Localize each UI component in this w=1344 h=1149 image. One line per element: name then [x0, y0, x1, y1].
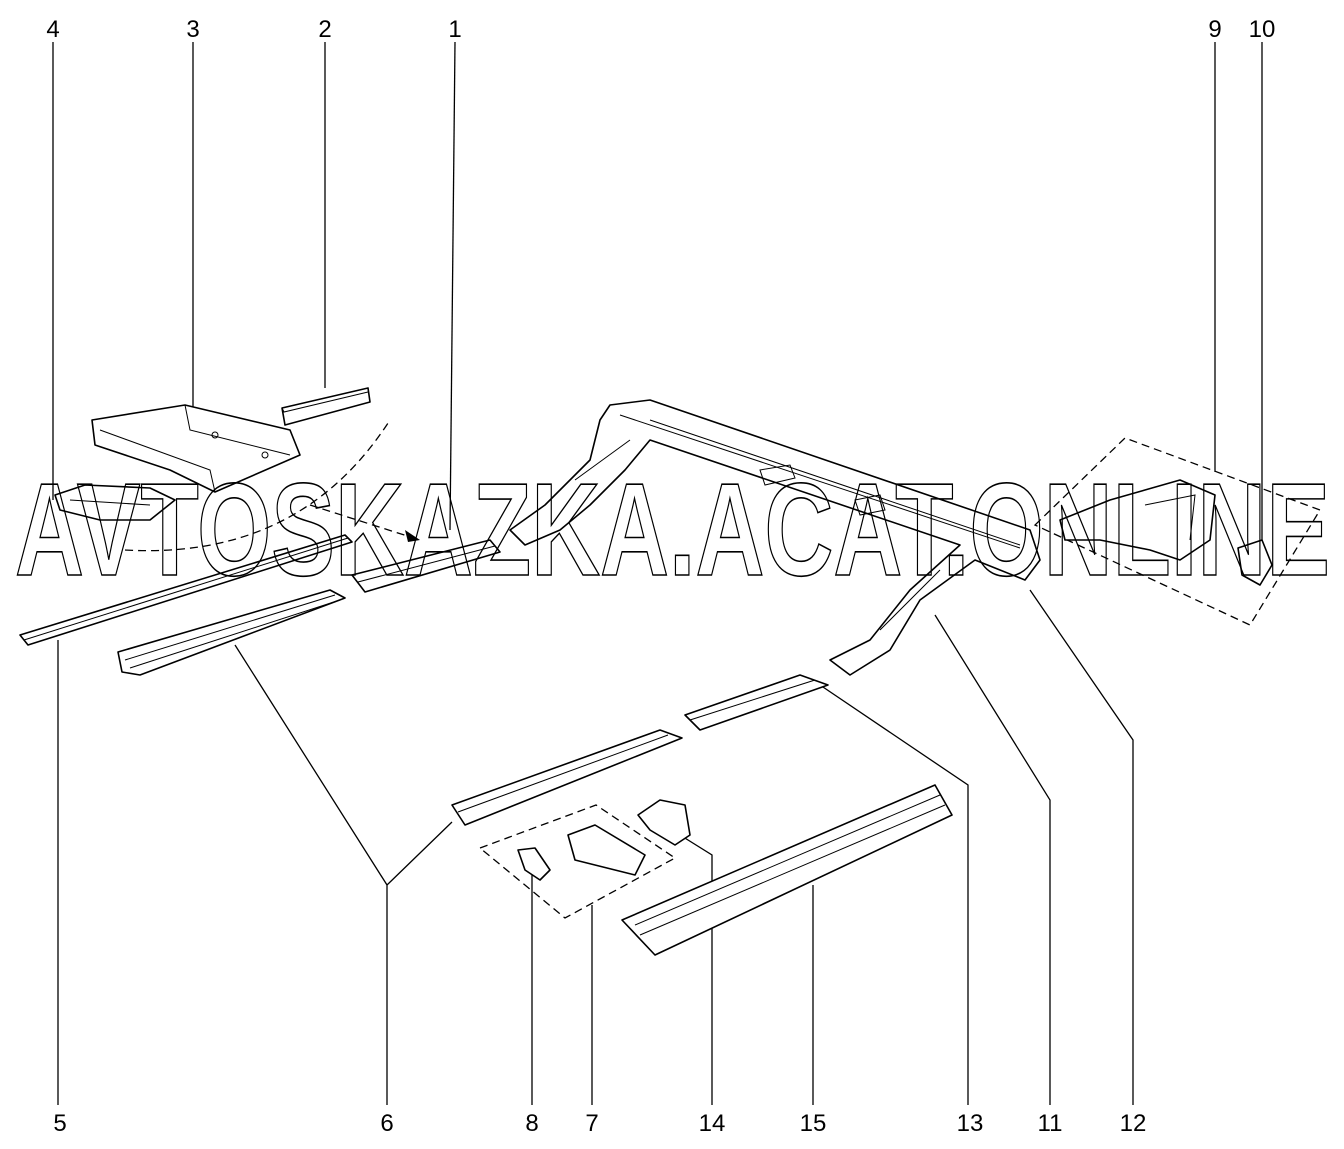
- part-6-lower-member: [451, 729, 683, 826]
- part-10-bracket: [1237, 539, 1273, 586]
- part-1-member: [351, 539, 501, 593]
- assembly-arrow: [309, 504, 421, 541]
- part-9-panel: [1059, 479, 1216, 561]
- callout-3: 3: [186, 16, 199, 43]
- part-9-group-outline: [1033, 437, 1321, 626]
- part-5-sill: [19, 534, 353, 646]
- callout-9: 9: [1208, 16, 1221, 43]
- assembly-arc: [124, 419, 391, 552]
- callout-11: 11: [1038, 1110, 1063, 1137]
- part-3-floor-panel: [91, 404, 301, 493]
- watermark: AVTOSKAZKA.ACAT.ONLINE: [15, 456, 1330, 603]
- part-8-bracket: [517, 847, 551, 881]
- callout-13: 13: [957, 1110, 984, 1137]
- callout-8: 8: [525, 1110, 538, 1137]
- callout-15: 15: [800, 1110, 827, 1137]
- callout-5: 5: [53, 1110, 66, 1137]
- callout-1: 1: [448, 16, 461, 43]
- callout-4: 4: [46, 16, 59, 43]
- part-14-bracket: [637, 799, 691, 846]
- part-2-reinforcement: [281, 387, 371, 426]
- callout-12: 12: [1120, 1110, 1147, 1137]
- callout-6: 6: [380, 1110, 393, 1137]
- arrow-head: [405, 530, 420, 542]
- part-7-support: [567, 824, 646, 876]
- part-13-member: [684, 674, 829, 731]
- main-frame: [509, 399, 1041, 676]
- callout-2: 2: [318, 16, 331, 43]
- leader-lines: [52, 41, 1263, 1105]
- part-4-bracket: [54, 484, 176, 521]
- callout-14: 14: [699, 1110, 726, 1137]
- part-7-group-outline: [478, 804, 677, 919]
- part-6-side-member: [117, 589, 346, 676]
- callout-labels: 1 2 3 4 5 6 7 8 9 10 11 12 13 14 15: [46, 16, 1275, 1137]
- part-15-sill: [621, 784, 953, 956]
- callout-10: 10: [1249, 16, 1276, 43]
- callout-7: 7: [585, 1110, 598, 1137]
